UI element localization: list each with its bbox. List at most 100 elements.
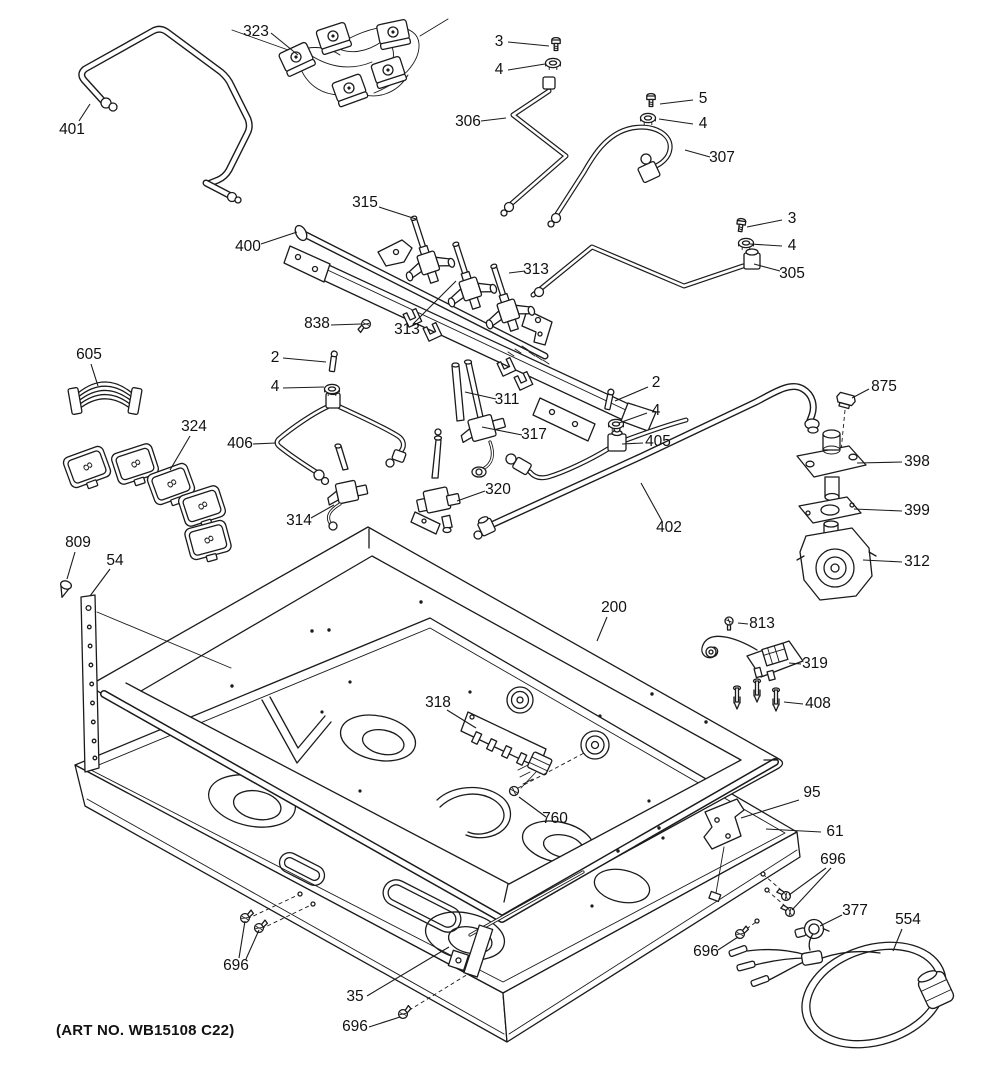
- leader-line-696: [788, 867, 827, 896]
- valve-317: [460, 359, 506, 478]
- part-label-696: 696: [693, 943, 719, 960]
- leader-line-95: [740, 799, 800, 819]
- part-label-95: 95: [803, 784, 820, 801]
- burner-box: [74, 617, 801, 1043]
- part-label-318: 318: [425, 694, 451, 711]
- part-label-696: 696: [342, 1018, 368, 1035]
- leader-line-313: [412, 280, 457, 325]
- leader-line-398: [856, 461, 903, 464]
- part-label-696: 696: [820, 851, 846, 868]
- ribbon-605: [67, 381, 143, 416]
- part-label-809: 809: [65, 534, 91, 551]
- leader-line-605: [90, 363, 99, 387]
- leader-line-305: [753, 263, 781, 272]
- pipe-307: [547, 124, 673, 228]
- leader-line-402: [640, 482, 663, 522]
- part-label-61: 61: [826, 823, 843, 840]
- part-label-605: 605: [76, 346, 102, 363]
- pipe-402: [473, 383, 820, 540]
- bolt-875: [836, 391, 856, 463]
- leader-line-323: [270, 32, 299, 56]
- bracket-95: [703, 798, 745, 903]
- screw-838: [355, 317, 373, 335]
- leader-line-838: [330, 323, 362, 326]
- part-label-312: 312: [904, 553, 930, 570]
- leader-line-400: [260, 231, 298, 245]
- leader-line-311: [464, 391, 497, 400]
- part-label-4: 4: [652, 402, 661, 419]
- leader-line-401: [78, 103, 91, 122]
- pipe-405: [505, 417, 689, 481]
- part-label-5: 5: [699, 90, 708, 107]
- leader-line-399: [853, 508, 903, 512]
- side-strip-54: [80, 594, 232, 773]
- screw-760: [508, 785, 520, 797]
- leader-line-54: [89, 568, 111, 597]
- part-label-315: 315: [352, 194, 378, 211]
- screw-5: [646, 92, 656, 108]
- leader-line-61: [765, 828, 822, 833]
- leader-line-3: [746, 219, 783, 228]
- frame-holes: [230, 600, 708, 853]
- leader-line-320: [456, 490, 486, 502]
- screw-696: [252, 918, 270, 935]
- push-pin-408: [752, 678, 762, 703]
- leader-line-2: [282, 357, 327, 363]
- part-label-401: 401: [59, 121, 85, 138]
- part-label-313: 313: [523, 261, 549, 278]
- leader-line-760: [518, 796, 547, 818]
- screw-3: [735, 217, 747, 233]
- nut-4: [607, 418, 625, 432]
- leader-line-5: [659, 99, 694, 105]
- part-label-399: 399: [904, 502, 930, 519]
- burner-opening: [593, 868, 651, 904]
- spark-module-319: [701, 635, 804, 682]
- leader-line-4: [507, 63, 546, 71]
- part-label-2: 2: [652, 374, 661, 391]
- orifice-pin-2: [328, 350, 339, 373]
- part-label-408: 408: [805, 695, 831, 712]
- push-pin-408: [732, 685, 742, 710]
- leader-line-312: [862, 559, 903, 563]
- part-label-307: 307: [709, 149, 735, 166]
- leader-line-4: [658, 118, 694, 125]
- part-label-324: 324: [181, 418, 207, 435]
- leader-line-696: [717, 936, 739, 951]
- leader-line-554: [892, 928, 903, 952]
- part-label-377: 377: [842, 902, 868, 919]
- part-label-319: 319: [802, 655, 828, 672]
- part-label-400: 400: [235, 238, 261, 255]
- leader-line-307: [684, 149, 711, 158]
- leader-line-2: [614, 386, 649, 402]
- screw-3: [551, 36, 561, 52]
- part-label-2: 2: [271, 349, 280, 366]
- part-label-696: 696: [223, 957, 249, 974]
- leader-line-696: [791, 867, 832, 911]
- leader-line-405: [621, 442, 644, 445]
- terminal-bracket-318: [460, 711, 553, 789]
- pipe-306: [500, 76, 569, 217]
- spark-electrode-assembly-323: [231, 18, 449, 108]
- part-label-314: 314: [286, 512, 312, 529]
- gasket-399: [798, 496, 862, 524]
- push-pin-408: [771, 687, 781, 712]
- leader-line-3: [507, 41, 550, 47]
- part-label-398: 398: [904, 453, 930, 470]
- leader-line-809: [66, 551, 76, 580]
- screw-813: [724, 616, 734, 631]
- part-label-317: 317: [521, 426, 547, 443]
- leader-line-406: [252, 442, 277, 445]
- igniter-switch-377: [794, 918, 830, 940]
- valve-314: [326, 443, 369, 531]
- part-label-35: 35: [346, 988, 363, 1005]
- part-label-406: 406: [227, 435, 253, 452]
- leader-line-377: [819, 914, 843, 927]
- part-label-4: 4: [788, 237, 797, 254]
- part-label-3: 3: [788, 210, 797, 227]
- wire-harness-554: [728, 933, 955, 1049]
- part-label-313: 313: [394, 321, 420, 338]
- leader-line-313: [508, 270, 526, 274]
